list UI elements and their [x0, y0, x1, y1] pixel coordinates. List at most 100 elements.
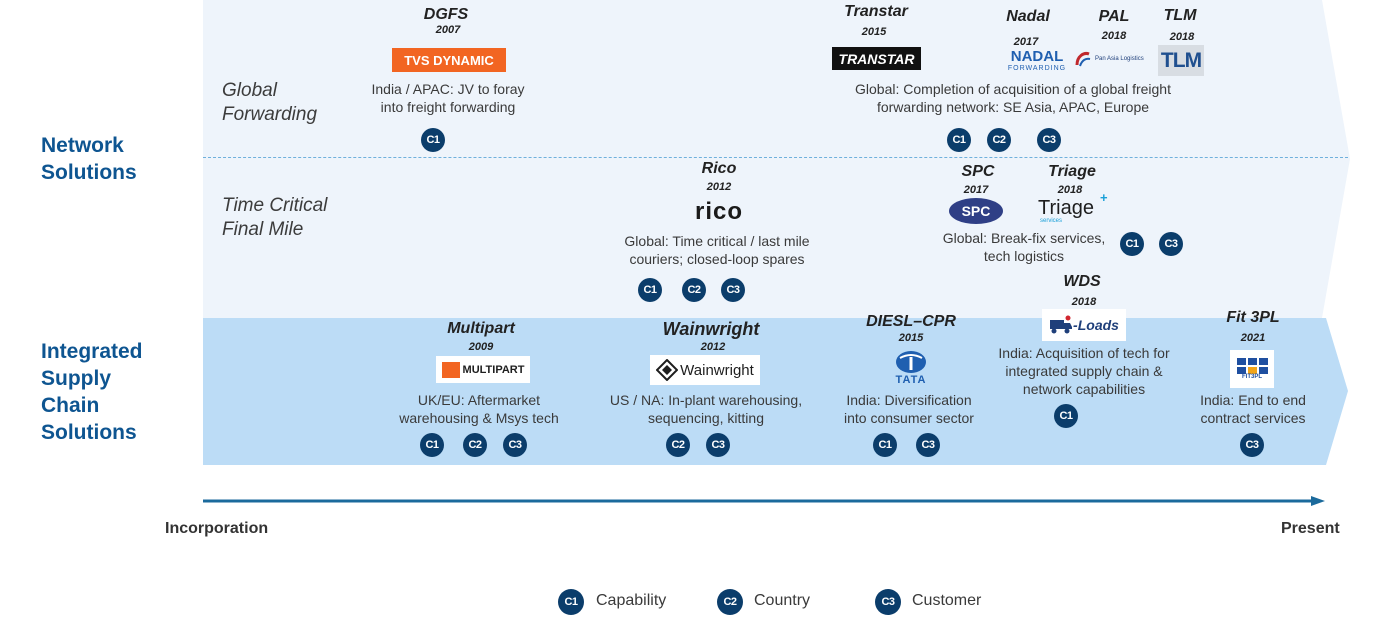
timeline-arrow	[203, 496, 1325, 506]
fit3pl-logo-text: FIT3PL	[1241, 374, 1262, 380]
legend-badge-c3: C3	[875, 589, 901, 615]
axis-start-label: Incorporation	[165, 520, 269, 537]
section-network-solutions: Network Solutions	[41, 134, 137, 184]
company-wainwright: Wainwright	[662, 319, 760, 339]
spc-logo-text: SPC	[961, 203, 991, 219]
truck-icon	[1050, 315, 1073, 334]
badge-c3: C3	[1159, 232, 1183, 256]
nadal-logo: NADAL FORWARDING	[1002, 45, 1072, 75]
year-triage: 2018	[1057, 184, 1083, 196]
iloads-logo-text: -Loads	[1073, 317, 1119, 333]
tlm-logo: TLM	[1158, 45, 1204, 76]
fit3pl-grid-icon	[1236, 358, 1268, 374]
year-spc: 2017	[963, 184, 989, 196]
tata-logo: TATA	[887, 348, 935, 388]
row-global-forwarding: Global Forwarding	[222, 80, 318, 125]
badge-c3: C3	[503, 433, 527, 457]
legend-capability: Capability	[596, 592, 667, 609]
company-tlm: TLM	[1163, 7, 1197, 24]
triage-plus-icon: +	[1100, 190, 1108, 205]
company-nadal: Nadal	[1006, 8, 1050, 25]
multipart-logo-text: MULTIPART	[462, 363, 525, 376]
desc-global-network: Global: Completion of acquisition of a g…	[855, 81, 1171, 115]
company-multipart: Multipart	[447, 320, 515, 337]
year-nadal: 2017	[1013, 36, 1039, 48]
badge-c1: C1	[638, 278, 662, 302]
badge-c2: C2	[463, 433, 487, 457]
year-transtar: 2015	[861, 26, 887, 38]
legend-customer: Customer	[912, 592, 982, 609]
wainwright-logo: Wainwright	[650, 355, 760, 385]
desc-wds: India: Acquisition of tech for integrate…	[998, 345, 1170, 397]
axis-end-label: Present	[1281, 520, 1340, 537]
desc-rico: Global: Time critical / last mile courie…	[624, 233, 810, 267]
year-multipart: 2009	[468, 341, 494, 353]
wainwright-diamond-icon	[656, 359, 679, 381]
badge-c1: C1	[873, 433, 897, 457]
company-fit-3pl: Fit 3PL	[1226, 309, 1280, 326]
desc-wainwright: US / NA: In-plant warehousing, sequencin…	[609, 392, 803, 426]
year-tlm: 2018	[1169, 31, 1195, 43]
year-diesl-cpr: 2015	[898, 332, 924, 344]
nadal-logo-sub: FORWARDING	[1007, 64, 1067, 72]
pal-swoosh-icon	[1075, 52, 1091, 67]
rico-logo: rico	[690, 196, 748, 228]
transtar-logo: TRANSTAR	[832, 47, 921, 70]
year-rico: 2012	[706, 181, 732, 193]
spc-logo: SPC	[949, 198, 1003, 224]
triage-logo-sub: services	[1040, 218, 1063, 224]
pal-logo: Pan Asia Logistics	[1074, 48, 1160, 70]
multipart-logo: MULTIPART	[436, 356, 530, 383]
row-time-critical-final-mile: Time Critical Final Mile	[222, 195, 328, 240]
year-pal: 2018	[1101, 30, 1127, 42]
fit3pl-logo: FIT3PL	[1230, 350, 1274, 388]
badge-c1: C1	[947, 128, 971, 152]
badge-c2: C2	[987, 128, 1011, 152]
year-dgfs: 2007	[435, 24, 461, 36]
tlm-logo-text: TLM	[1160, 48, 1202, 72]
triage-logo-text: Triage	[1038, 197, 1094, 219]
legend-badge-c1: C1	[558, 589, 584, 615]
company-pal: PAL	[1098, 8, 1130, 25]
tata-logo-text: TATA	[895, 374, 927, 386]
multipart-square-icon	[441, 361, 460, 378]
year-wds: 2018	[1071, 296, 1097, 308]
company-dgfs: DGFS	[423, 6, 469, 23]
pal-logo-text: Pan Asia Logistics	[1095, 56, 1144, 62]
company-spc: SPC	[961, 163, 995, 180]
badge-c3: C3	[721, 278, 745, 302]
badge-c3: C3	[1037, 128, 1061, 152]
badge-c3: C3	[916, 433, 940, 457]
legend-badge-c2: C2	[717, 589, 743, 615]
company-diesl-cpr: DIESL–CPR	[866, 313, 956, 330]
tvs-dynamic-logo-text: TVS DYNAMIC	[404, 52, 494, 68]
iloads-logo: -Loads	[1042, 309, 1126, 341]
rico-logo-text: rico	[694, 198, 743, 225]
company-wds: WDS	[1063, 273, 1101, 290]
badge-c1: C1	[1120, 232, 1144, 256]
desc-multipart: UK/EU: Aftermarket warehousing & Msys te…	[399, 392, 559, 426]
company-triage: Triage	[1048, 163, 1096, 180]
company-rico: Rico	[701, 160, 737, 177]
desc-diesl-cpr: India: Diversification into consumer sec…	[844, 392, 974, 426]
badge-c2: C2	[682, 278, 706, 302]
badge-c3: C3	[706, 433, 730, 457]
desc-triage: Global: Break-fix services, tech logisti…	[942, 230, 1106, 264]
year-fit-3pl: 2021	[1240, 332, 1266, 344]
tata-emblem-icon	[896, 351, 926, 373]
legend-country: Country	[754, 592, 811, 609]
transtar-logo-text: TRANSTAR	[838, 50, 915, 67]
nadal-logo-text: NADAL	[1010, 47, 1064, 65]
triage-logo: Triage services	[1038, 195, 1110, 227]
desc-fit-3pl: India: End to end contract services	[1200, 392, 1306, 426]
badge-c2: C2	[666, 433, 690, 457]
badge-c3: C3	[1240, 433, 1264, 457]
integrated-supply-chain-band	[203, 318, 1348, 465]
company-transtar: Transtar	[844, 3, 908, 20]
section-integrated-supply-chain: Integrated Supply Chain Solutions	[41, 340, 143, 444]
year-wainwright: 2012	[700, 341, 726, 353]
tvs-dynamic-logo: TVS DYNAMIC	[392, 48, 506, 72]
desc-dgfs: India / APAC: JV to foray into freight f…	[371, 81, 525, 115]
badge-c1: C1	[421, 128, 445, 152]
badge-c1: C1	[420, 433, 444, 457]
